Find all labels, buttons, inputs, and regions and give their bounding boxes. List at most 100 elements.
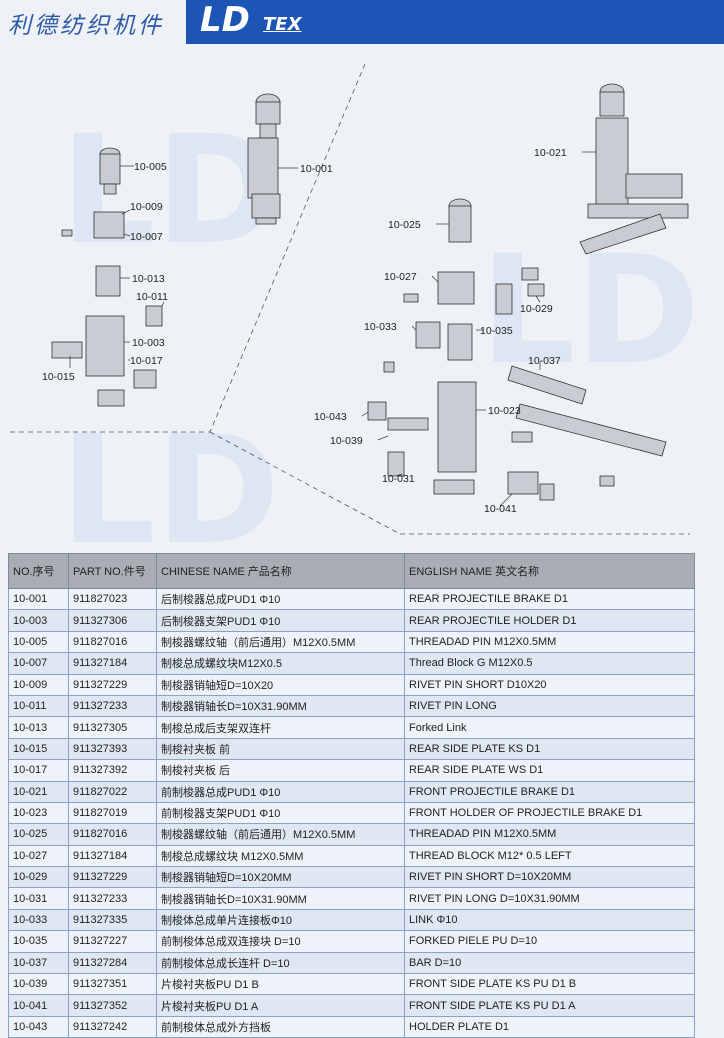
- cell-no: 10-015: [8, 737, 69, 761]
- brand-logo-ld: LD: [200, 0, 250, 40]
- cell-chinese-name: 前制梭体总成长连杆 D=10: [156, 951, 405, 975]
- cell-part-no: 911327305: [68, 716, 157, 739]
- cell-no: 10-017: [8, 759, 69, 782]
- cell-chinese-name: 制梭总成后支架双连杆: [156, 716, 405, 739]
- cell-part-no: 911327184: [68, 844, 157, 868]
- cell-part-no: 911327233: [68, 887, 157, 910]
- front-brake-assembly-drawing: [579, 83, 689, 255]
- label-10-035: 10-035: [480, 325, 513, 337]
- cell-chinese-name: 制梭器螺纹轴（前后通用）M12X0.5MM: [156, 823, 405, 846]
- cell-english-name: FRONT SIDE PLATE KS PU D1 B: [404, 973, 695, 996]
- cell-part-no: 911327242: [68, 1015, 157, 1038]
- cell-english-name: FRONT SIDE PLATE KS PU D1 A: [404, 994, 695, 1017]
- cell-part-no: 911327284: [68, 951, 157, 975]
- cell-chinese-name: 片梭衬夹板PU D1 A: [156, 994, 405, 1017]
- cell-no: 10-037: [8, 951, 69, 975]
- cell-part-no: 911827023: [68, 587, 157, 611]
- cell-chinese-name: 制梭衬夹板 前: [156, 737, 405, 761]
- label-10-013: 10-013: [132, 273, 165, 285]
- header-no: NO.序号: [8, 553, 69, 589]
- cell-chinese-name: 制梭器销轴短D=10X20MM: [156, 866, 405, 889]
- header-english-name: ENGLISH NAME 英文名称: [404, 553, 695, 589]
- cell-no: 10-001: [8, 587, 69, 611]
- cell-chinese-name: 制梭衬夹板 后: [156, 759, 405, 782]
- page-header: 利德纺织机件 LD TEX: [0, 0, 724, 44]
- cell-chinese-name: 制梭体总成单片连接板Φ10: [156, 908, 405, 932]
- table-header-row: NO.序号 PART NO.件号 CHINESE NAME 产品名称 ENGLI…: [8, 553, 695, 589]
- cell-no: 10-033: [8, 908, 69, 932]
- cell-chinese-name: 片梭衬夹板PU D1 B: [156, 973, 405, 996]
- cell-no: 10-013: [8, 716, 69, 739]
- label-10-001: 10-001: [300, 163, 333, 175]
- cell-chinese-name: 制梭器销轴长D=10X31.90MM: [156, 694, 405, 718]
- cell-part-no: 911827019: [68, 801, 157, 825]
- cell-no: 10-003: [8, 609, 69, 632]
- cell-no: 10-023: [8, 801, 69, 825]
- cell-chinese-name: 前制梭体总成外方挡板: [156, 1015, 405, 1038]
- cell-english-name: REAR SIDE PLATE KS D1: [404, 737, 695, 761]
- label-10-003: 10-003: [132, 337, 165, 349]
- cell-chinese-name: 后制梭器支架PUD1 Φ10: [156, 609, 405, 632]
- label-10-021: 10-021: [534, 147, 567, 159]
- cell-english-name: HOLDER PLATE D1: [404, 1015, 695, 1038]
- cell-no: 10-025: [8, 823, 69, 846]
- cell-english-name: FRONT HOLDER OF PROJECTILE BRAKE D1: [404, 801, 695, 825]
- cell-chinese-name: 前制梭器支架PUD1 Φ10: [156, 801, 405, 825]
- label-10-027: 10-027: [384, 271, 417, 283]
- cell-no: 10-039: [8, 973, 69, 996]
- cell-english-name: REAR PROJECTILE HOLDER D1: [404, 609, 695, 632]
- label-10-033: 10-033: [364, 321, 397, 333]
- front-brake-exploded-parts: [367, 198, 667, 501]
- cell-english-name: BAR D=10: [404, 951, 695, 975]
- label-10-009: 10-009: [130, 201, 163, 213]
- cell-english-name: RIVET PIN SHORT D10X20: [404, 673, 695, 696]
- watermark-lower: LD: [60, 404, 281, 578]
- cell-part-no: 911327233: [68, 694, 157, 718]
- cell-no: 10-035: [8, 930, 69, 953]
- cell-chinese-name: 制梭器销轴短D=10X20: [156, 673, 405, 696]
- cell-english-name: RIVET PIN LONG D=10X31.90MM: [404, 887, 695, 910]
- cell-part-no: 911327306: [68, 609, 157, 632]
- label-10-041: 10-041: [484, 503, 517, 515]
- cell-english-name: THREADAD PIN M12X0.5MM: [404, 630, 695, 654]
- cell-english-name: RIVET PIN LONG: [404, 694, 695, 718]
- cell-english-name: FORKED PIELE PU D=10: [404, 930, 695, 953]
- cell-english-name: REAR SIDE PLATE WS D1: [404, 759, 695, 782]
- cell-english-name: REAR PROJECTILE BRAKE D1: [404, 587, 695, 611]
- cell-no: 10-007: [8, 652, 69, 675]
- cell-english-name: THREAD BLOCK M12* 0.5 LEFT: [404, 844, 695, 868]
- parts-drawing: 10-005 10-001 10-009 10-007 10-013 10-01…: [10, 63, 690, 535]
- cell-part-no: 911327352: [68, 994, 157, 1017]
- cell-chinese-name: 前制梭体总成双连接块 D=10: [156, 930, 405, 953]
- cell-part-no: 911827016: [68, 823, 157, 846]
- cell-part-no: 911327393: [68, 737, 157, 761]
- header-part-no: PART NO.件号: [68, 553, 157, 589]
- label-10-037: 10-037: [528, 355, 561, 367]
- cell-no: 10-011: [8, 694, 69, 718]
- cell-chinese-name: 前制梭器总成PUD1 Φ10: [156, 780, 405, 803]
- cell-english-name: FRONT PROJECTILE BRAKE D1: [404, 780, 695, 803]
- cell-english-name: RIVET PIN SHORT D=10X20MM: [404, 866, 695, 889]
- cell-chinese-name: 制梭总成螺纹块M12X0.5: [156, 652, 405, 675]
- label-10-039: 10-039: [330, 435, 363, 447]
- cell-no: 10-009: [8, 673, 69, 696]
- label-10-043: 10-043: [314, 411, 347, 423]
- cell-part-no: 911327392: [68, 759, 157, 782]
- label-10-025: 10-025: [388, 219, 421, 231]
- cell-chinese-name: 制梭总成螺纹块 M12X0.5MM: [156, 844, 405, 868]
- cell-english-name: THREADAD PIN M12X0.5MM: [404, 823, 695, 846]
- watermark-left: LD: [60, 104, 281, 278]
